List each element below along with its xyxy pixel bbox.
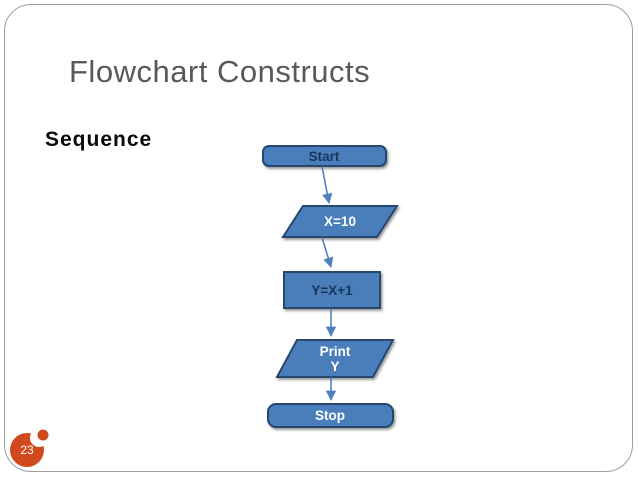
parallelogram-shape	[275, 339, 395, 378]
flowchart-node-process: Y=X+1	[283, 271, 381, 309]
page-number-badge: 23	[10, 429, 49, 467]
flow-arrow-input-to-process	[321, 237, 334, 268]
flowchart-node-start: Start	[262, 145, 387, 167]
node-label: Stop	[315, 408, 345, 423]
node-label: Y=X+1	[311, 283, 353, 298]
page-title: Flowchart Constructs	[69, 54, 371, 89]
node-label: X=10	[324, 214, 356, 229]
badge-dot	[37, 429, 49, 441]
flowchart-node-input: X=10	[281, 205, 399, 238]
section-label: Sequence	[45, 128, 153, 151]
flowchart-node-output: Print Y	[275, 339, 395, 378]
node-label: Start	[309, 149, 340, 164]
node-label-line1: Print	[320, 344, 351, 359]
terminator-shape	[262, 145, 387, 167]
flowchart-diagram: Start X=10 Y=X+1 Print Y Stop	[262, 145, 399, 428]
process-shape	[283, 271, 381, 309]
flowchart-node-stop: Stop	[267, 403, 394, 428]
node-label-line2: Y	[330, 359, 339, 374]
terminator-shape	[267, 403, 394, 428]
slide-frame	[4, 4, 633, 472]
parallelogram-shape	[281, 205, 399, 238]
page-number: 23	[20, 443, 34, 457]
flow-arrow-start-to-input	[321, 166, 333, 205]
